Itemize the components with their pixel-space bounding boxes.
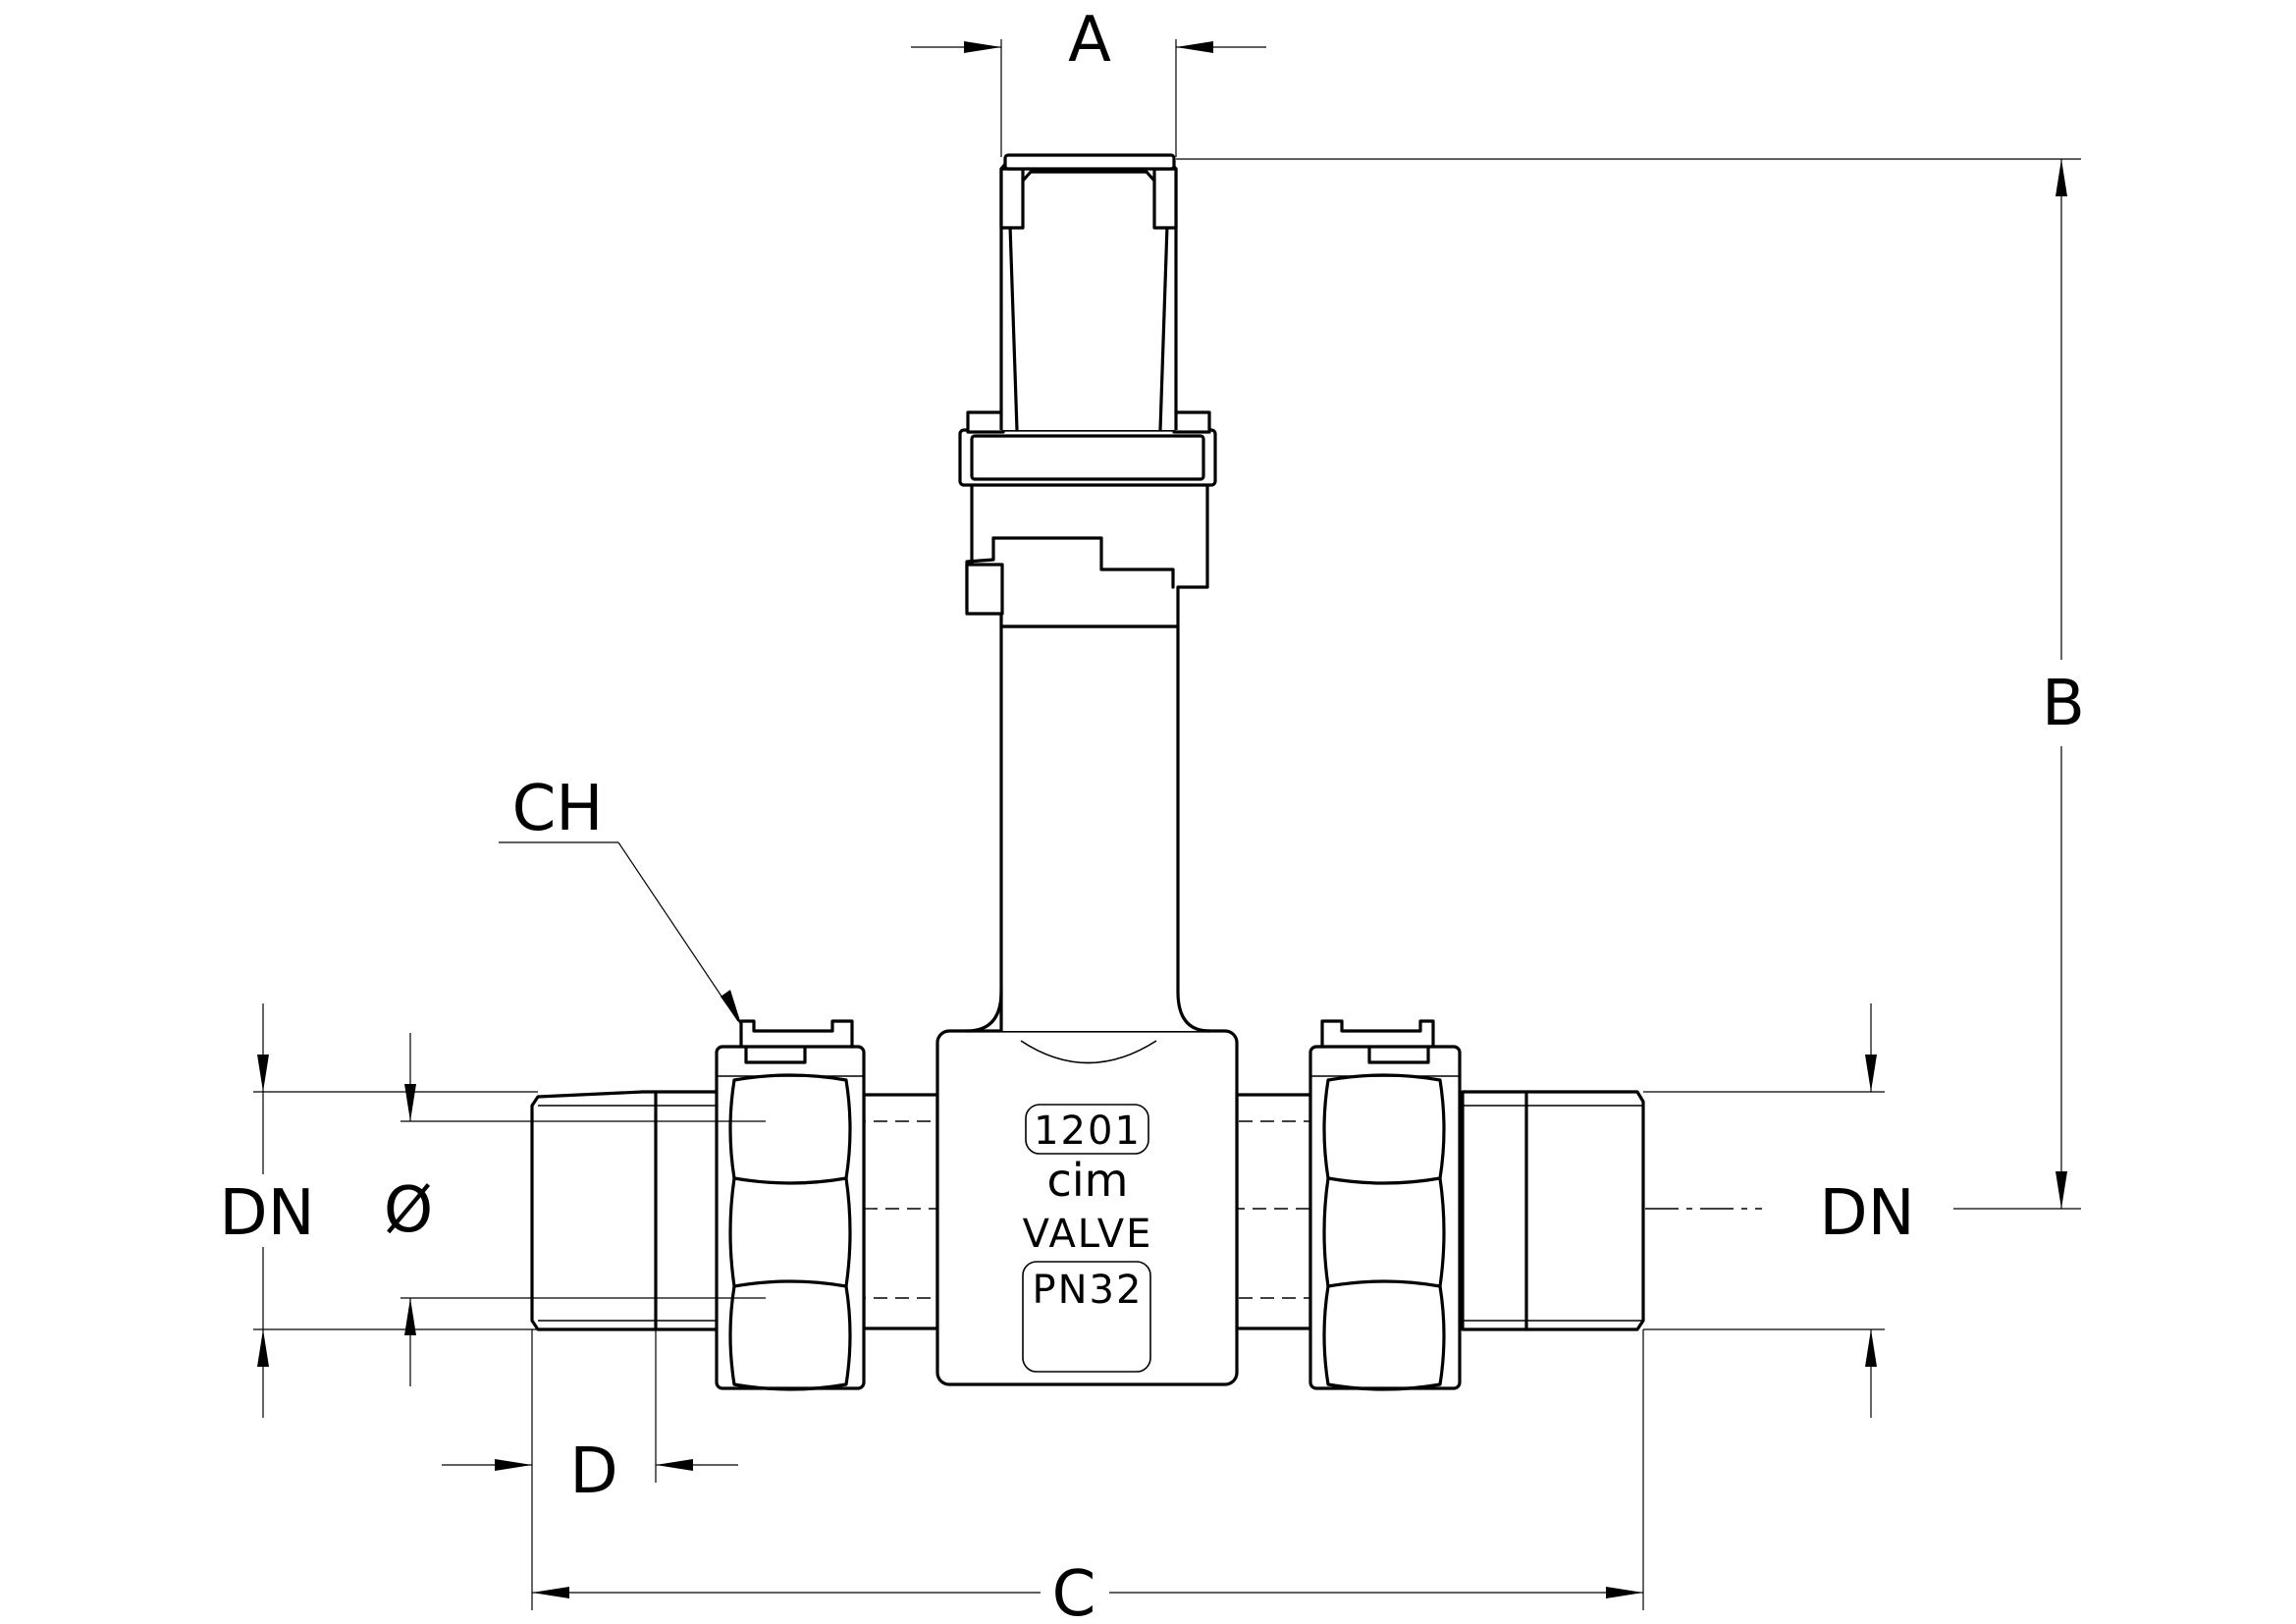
dim-label-b: B	[2042, 668, 2085, 740]
center-lines	[766, 314, 1762, 1210]
marking-brand: cim	[1047, 1154, 1129, 1207]
left-union-nut	[715, 1019, 866, 1391]
marking-word: VALVE	[1023, 1212, 1153, 1257]
dim-label-a: A	[1068, 4, 1111, 77]
dim-label-ch: CH	[512, 773, 604, 845]
marking-model: 1201	[1034, 1109, 1142, 1154]
right-union-nut	[1308, 1019, 1462, 1391]
dim-label-dn-right: DN	[1819, 1177, 1914, 1250]
dim-label-diameter: Ø	[384, 1174, 433, 1247]
actuator-head	[958, 153, 1217, 628]
dim-label-dn-left: DN	[219, 1177, 314, 1250]
dim-label-c: C	[1052, 1558, 1096, 1624]
stem-extension	[965, 624, 1210, 1033]
dimension-lines	[253, 39, 2081, 1610]
dim-label-d: D	[569, 1435, 617, 1508]
valve-body	[935, 1029, 1239, 1386]
right-pipe-end	[1461, 1090, 1645, 1331]
marking-pressure: PN32	[1033, 1268, 1144, 1313]
left-pipe-end	[530, 1090, 723, 1331]
labels: A B C D CH DN Ø DN 1201 cim VALVE PN32	[219, 4, 2085, 1624]
